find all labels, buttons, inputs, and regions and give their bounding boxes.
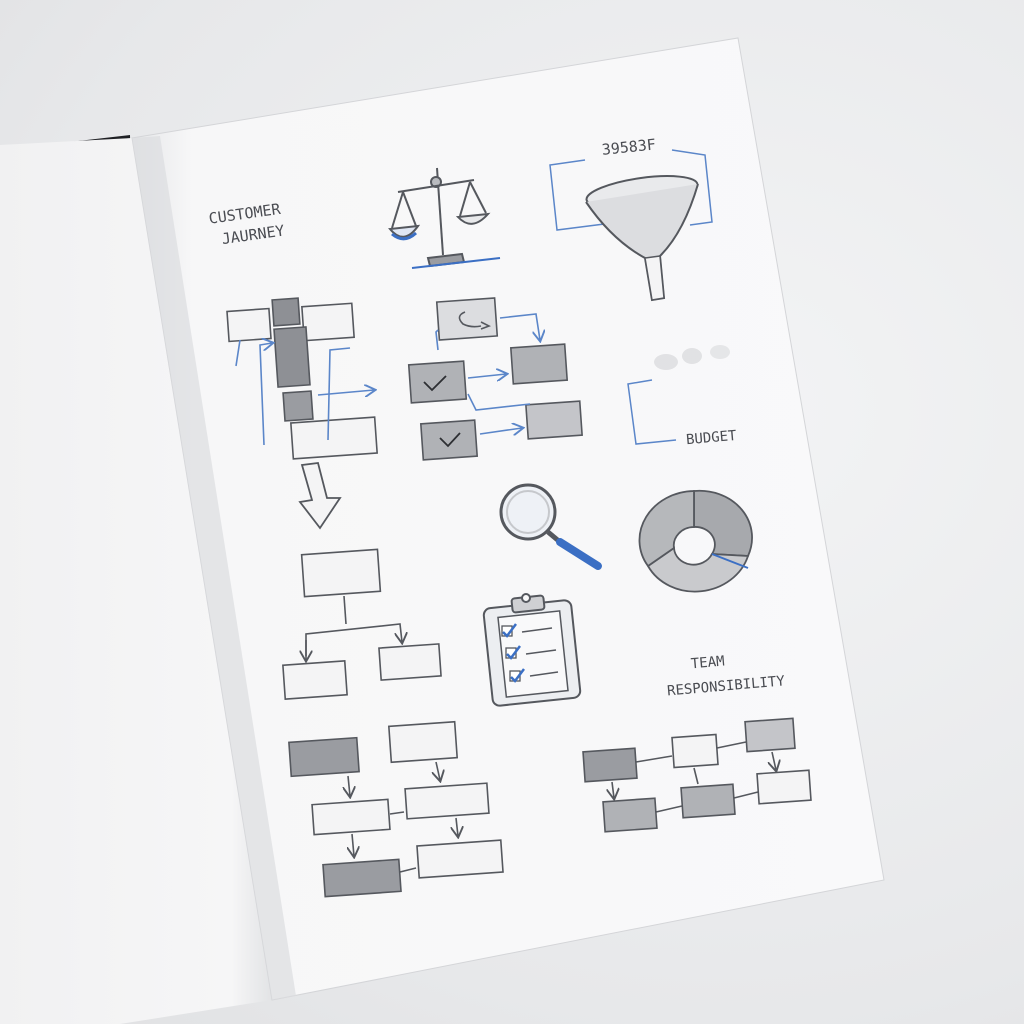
left-page	[0, 138, 272, 1024]
smudge	[654, 345, 730, 370]
clipboard-checklist-icon	[482, 593, 582, 707]
funnel-code-label: 39583F	[601, 135, 657, 159]
balance-scale-icon	[388, 167, 501, 269]
hierarchy-flowchart	[282, 548, 442, 700]
team-flowchart	[582, 717, 812, 833]
budget-label: BUDGET	[685, 428, 737, 448]
donut-chart-icon	[638, 489, 753, 593]
start-box	[435, 297, 499, 341]
bottom-left-flowchart	[288, 720, 504, 898]
check-box-1	[407, 360, 468, 404]
team-line1: TEAM	[690, 653, 725, 672]
budget-section: BUDGET	[627, 345, 738, 448]
process-flowchart	[407, 297, 583, 461]
journey-flowchart	[226, 297, 379, 530]
funnel-icon: 39583F	[549, 135, 713, 302]
page-gutter	[132, 136, 296, 1000]
magnifier-icon	[499, 483, 602, 570]
check-box-2	[419, 419, 479, 461]
